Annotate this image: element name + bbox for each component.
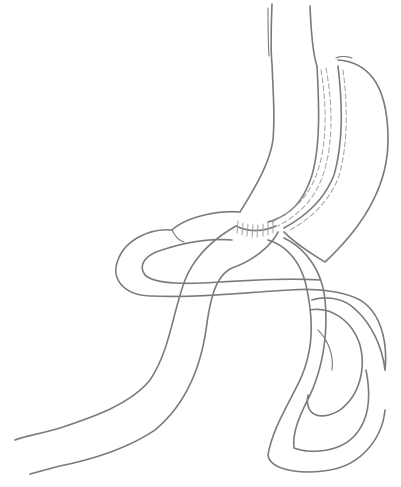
- esophagus-inner-line: [268, 8, 269, 56]
- esophagus: [240, 4, 317, 212]
- sleeve-outer-wall: [268, 66, 319, 222]
- loop-fold: [172, 230, 184, 242]
- remnant-fundus-curve: [336, 57, 352, 59]
- spiral-outer-return: [312, 298, 385, 370]
- jejunal-loops: [15, 212, 386, 474]
- gastric-sleeve: [268, 57, 388, 263]
- spiral-inner-loop: [307, 309, 362, 416]
- esophagus-right-wall: [310, 6, 317, 66]
- descending-limb-outer: [268, 240, 385, 472]
- remnant-inner-wall: [284, 66, 341, 228]
- anastomosis: [236, 221, 276, 237]
- remnant-outer-wall: [284, 60, 388, 262]
- efferent-limb-outer: [15, 226, 236, 440]
- loop-left-outer: [116, 212, 386, 370]
- loop-left-inner: [142, 240, 320, 284]
- efferent-limb-inner: [30, 232, 278, 474]
- descending-limb-inner: [284, 238, 369, 451]
